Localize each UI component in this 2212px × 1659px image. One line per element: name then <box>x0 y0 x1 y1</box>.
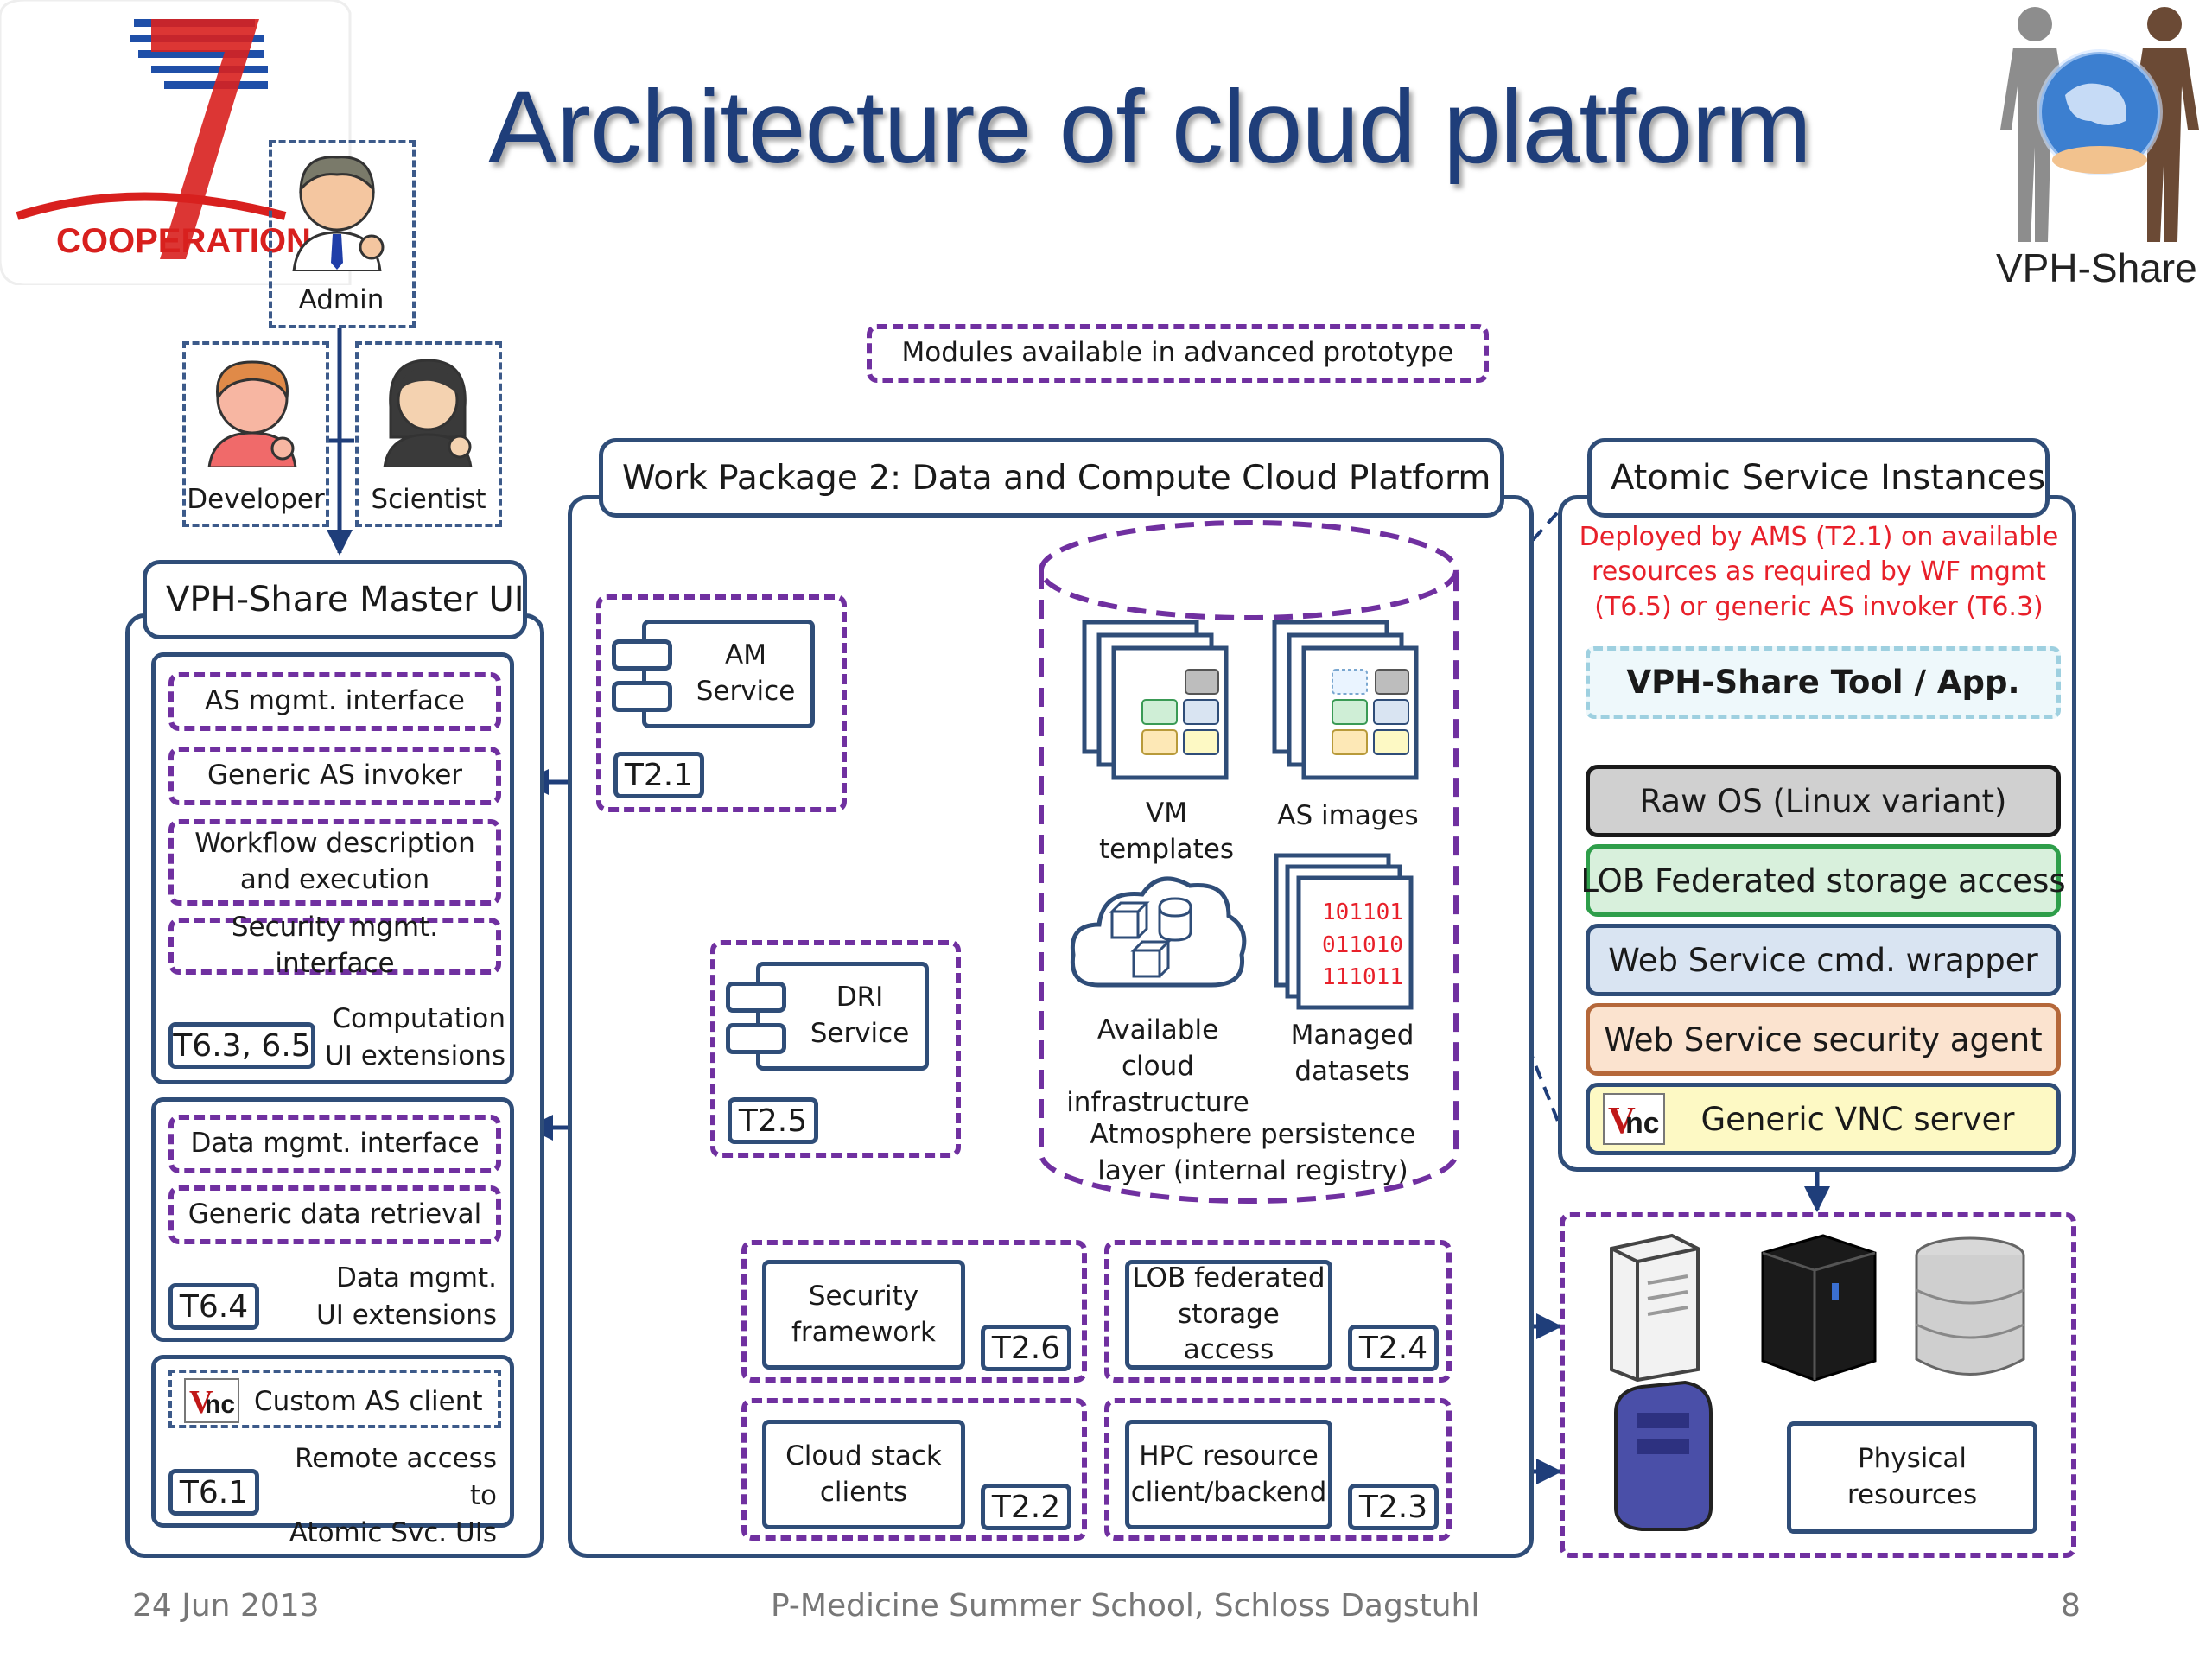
developer-avatar-icon <box>207 360 297 467</box>
dri-service[interactable]: DRI Service <box>756 962 929 1071</box>
am-service[interactable]: AM Service <box>642 620 815 728</box>
raw-os-label: Raw OS (Linux variant) <box>1639 782 2007 820</box>
lob-storage-label: LOB Federated storage access <box>1580 861 2066 899</box>
vm-templates-icon <box>1082 620 1229 780</box>
hpc-resource-module <box>1104 1398 1452 1541</box>
persistence-caption: Atmosphere persistence layer (internal r… <box>1090 1119 1416 1186</box>
admin-user: Admin <box>269 140 416 328</box>
lob-federated-storage[interactable]: LOB federated storage access <box>1125 1260 1332 1370</box>
master-ui-title: VPH-Share Master UI <box>143 560 527 639</box>
am-task-tag: T2.1 <box>613 752 704 798</box>
physical-resources[interactable]: Physical resources <box>1787 1421 2037 1534</box>
vph-share-logo: VPH-Share <box>1987 0 2212 302</box>
developer-label: Developer <box>187 484 325 515</box>
fp7-logo: COOPERATION <box>0 0 354 285</box>
svg-text:V: V <box>1608 1099 1636 1141</box>
ws-security-agent-label: Web Service security agent <box>1604 1020 2043 1058</box>
vph-share-logo-text: VPH-Share <box>1996 245 2197 290</box>
computation-ui-group <box>151 652 514 1084</box>
data-task-tag: T6.4 <box>168 1283 259 1330</box>
security-framework[interactable]: Security framework <box>762 1260 965 1370</box>
cloud-infrastructure-icon <box>1070 876 1247 988</box>
am-service-label: AM Service <box>696 639 796 707</box>
lob-task-tag: T2.4 <box>1348 1325 1439 1371</box>
generic-data-retrieval[interactable]: Generic data retrieval <box>168 1185 501 1244</box>
remote-task-tag: T6.1 <box>168 1469 259 1516</box>
workflow-description[interactable]: Workflow description and execution <box>168 819 501 906</box>
svg-text:V: V <box>189 1384 213 1421</box>
legend-box: Modules available in advanced prototype <box>867 324 1489 383</box>
svg-text:nc: nc <box>1625 1107 1660 1140</box>
managed-datasets-icon <box>1274 853 1414 1010</box>
am-service-module <box>596 594 847 812</box>
rack-server-icon <box>1761 1234 1877 1382</box>
generic-as-invoker[interactable]: Generic AS invoker <box>168 747 501 805</box>
footer-date: 24 Jun 2013 <box>132 1588 320 1624</box>
vm-templates-label: VM templates <box>1098 798 1235 865</box>
page-title: Architecture of cloud platform <box>488 69 1812 185</box>
wp2-title: Work Package 2: Data and Compute Cloud P… <box>599 438 1504 518</box>
footer-page-number: 8 <box>2061 1588 2081 1624</box>
physical-resources-panel <box>1560 1212 2076 1558</box>
svg-text:nc: nc <box>205 1390 235 1419</box>
dri-task-tag: T2.5 <box>728 1097 818 1144</box>
computation-task-tag: T6.3, 6.5 <box>168 1022 315 1069</box>
tower-server-icon <box>1610 1233 1700 1382</box>
hpc-resource-client[interactable]: HPC resource client/backend <box>1125 1420 1332 1529</box>
ws-cmd-wrapper-label: Web Service cmd. wrapper <box>1608 941 2038 979</box>
admin-label: Admin <box>298 284 385 315</box>
scientist-user: Scientist <box>355 341 502 527</box>
vnc-server-icon: V nc <box>1603 1093 1665 1145</box>
scientist-avatar-icon <box>383 359 473 467</box>
vph-tool-app[interactable]: VPH-Share Tool / App. <box>1586 646 2061 719</box>
cloud-stack-module <box>741 1398 1087 1541</box>
dri-component-icon-top <box>726 982 786 1013</box>
fp7-logo-text: COOPERATION <box>56 222 311 260</box>
persistence-cylinder <box>1039 520 1459 1204</box>
managed-datasets-binary: 101101 011010 111011 <box>1322 899 1403 991</box>
am-component-icon-bottom <box>612 681 672 712</box>
raw-os-layer[interactable]: Raw OS (Linux variant) <box>1586 765 2061 837</box>
database-server-icon <box>1915 1236 2025 1376</box>
developer-user: Developer <box>182 341 329 527</box>
security-task-tag: T2.6 <box>981 1325 1071 1371</box>
ws-cmd-wrapper-layer[interactable]: Web Service cmd. wrapper <box>1586 924 2061 996</box>
cloud-stack-clients[interactable]: Cloud stack clients <box>762 1420 965 1529</box>
footer-event: P-Medicine Summer School, Schloss Dagstu… <box>771 1588 1480 1624</box>
atomic-service-title: Atomic Service Instances <box>1587 438 2050 518</box>
as-mgmt-interface[interactable]: AS mgmt. interface <box>168 672 501 731</box>
vnc-server-label: Generic VNC server <box>1700 1100 2015 1138</box>
data-caption: Data mgmt. UI extensions <box>316 1262 497 1331</box>
data-mgmt-interface[interactable]: Data mgmt. interface <box>168 1115 501 1173</box>
blue-server-icon <box>1614 1380 1713 1531</box>
vnc-icon: V nc <box>184 1378 239 1423</box>
atomic-service-note: Deployed by AMS (T2.1) on available reso… <box>1579 521 2059 622</box>
dri-component-icon-bottom <box>726 1023 786 1054</box>
dri-service-module <box>710 940 961 1158</box>
ws-security-agent-layer[interactable]: Web Service security agent <box>1586 1003 2061 1076</box>
cloud-infrastructure-label: Available cloud infrastructure <box>1066 1014 1249 1118</box>
computation-caption: Computation UI extensions <box>325 1003 505 1071</box>
managed-datasets-label: Managed datasets <box>1290 1020 1414 1087</box>
custom-as-client-label: Custom AS client <box>254 1386 483 1417</box>
as-images-icon <box>1272 620 1419 780</box>
lob-storage-layer[interactable]: LOB Federated storage access <box>1580 844 2066 917</box>
as-images-label: AS images <box>1277 800 1419 832</box>
remote-caption: Remote access to Atomic Svc. UIs <box>289 1443 497 1548</box>
admin-avatar-icon <box>292 156 385 271</box>
dri-service-label: DRI Service <box>810 982 910 1049</box>
cloud-stack-task-tag: T2.2 <box>981 1484 1071 1530</box>
lob-storage-module <box>1104 1240 1452 1382</box>
hpc-task-tag: T2.3 <box>1348 1484 1439 1530</box>
am-component-icon-top <box>612 639 672 671</box>
scientist-label: Scientist <box>371 484 486 515</box>
security-mgmt-interface[interactable]: Security mgmt. interface <box>168 912 501 979</box>
custom-as-client[interactable]: V nc Custom AS client <box>168 1370 501 1428</box>
security-framework-module <box>741 1240 1087 1382</box>
